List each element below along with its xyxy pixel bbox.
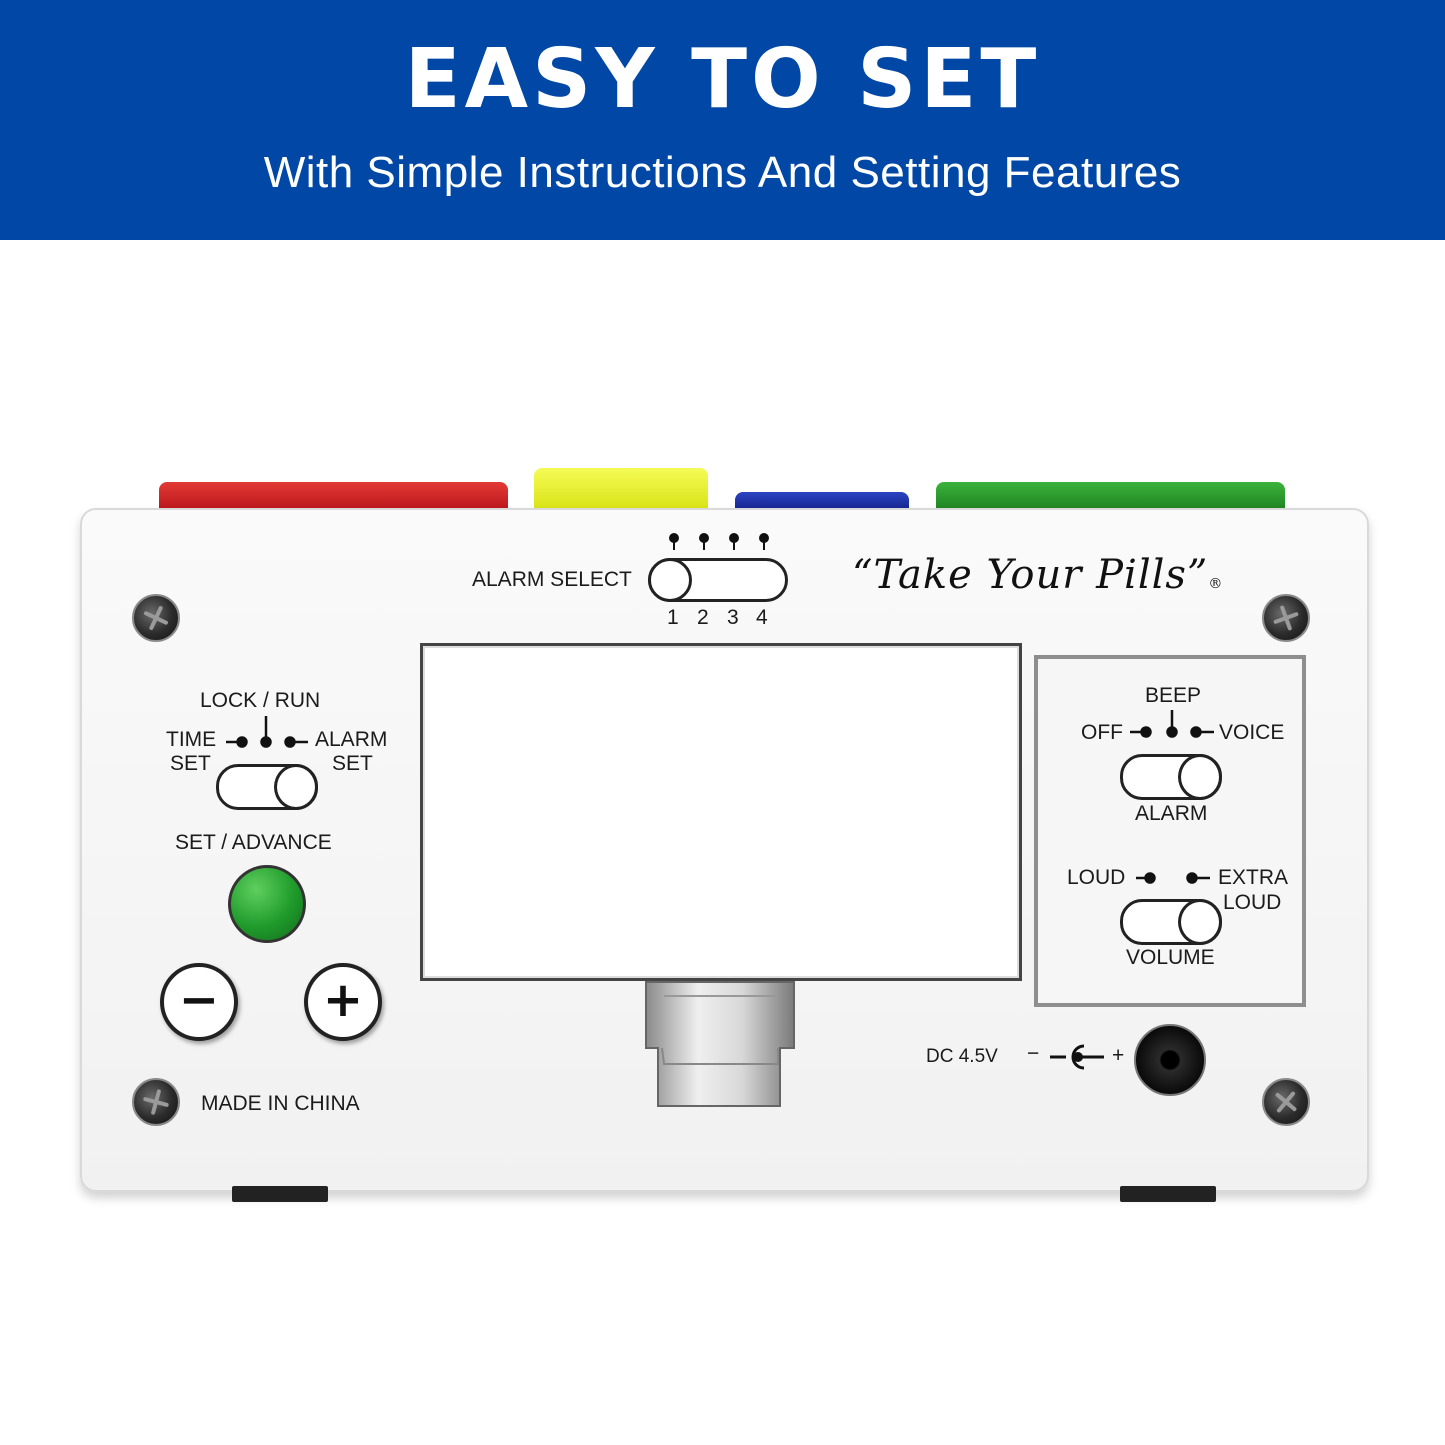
polarity-plus-label: +: [1112, 1044, 1125, 1067]
screw-icon: [1262, 1078, 1310, 1126]
green-compartment-lid[interactable]: [936, 482, 1285, 512]
alarm-set-label: SET: [332, 752, 373, 775]
loud-label: LOUD: [1067, 866, 1126, 889]
alarm-select-label: ALARM SELECT: [472, 568, 632, 591]
screw-icon: [1262, 594, 1310, 642]
brand-logo-text: “Take Your Pills”®: [852, 552, 1224, 598]
banner-title: EASY TO SET: [404, 32, 1041, 127]
alarm-switch-label: ALARM: [1135, 802, 1208, 825]
dc-polarity-icon: [1050, 1044, 1104, 1070]
off-label: OFF: [1081, 721, 1123, 744]
alarm-select-position-3: 3: [727, 606, 739, 629]
volume-switch-knob[interactable]: [1178, 899, 1222, 945]
volume-switch-tick-marks: [1136, 872, 1210, 884]
alarm-label: ALARM: [315, 728, 388, 751]
banner-subtitle: With Simple Instructions And Setting Fea…: [263, 148, 1182, 197]
left-foot: [232, 1186, 328, 1202]
time-set-label: SET: [170, 752, 211, 775]
alarm-select-knob[interactable]: [648, 558, 692, 602]
alarm-select-tick-marks: [669, 533, 769, 550]
extra-loud-label: LOUD: [1223, 891, 1282, 914]
alarm-select-position-4: 4: [756, 606, 768, 629]
alarm-switch-tick-marks: [1130, 710, 1214, 738]
screw-icon: [132, 1078, 180, 1126]
alarm-select-position-1: 1: [667, 606, 679, 629]
plus-button[interactable]: +: [304, 963, 382, 1041]
mode-switch-tick-marks: [226, 716, 308, 748]
lcd-display: [420, 643, 1022, 981]
extra-label: EXTRA: [1218, 866, 1289, 889]
set-advance-button[interactable]: [228, 865, 306, 943]
blue-compartment-lid[interactable]: [735, 492, 909, 512]
battery-latch[interactable]: [640, 978, 800, 1110]
red-compartment-lid[interactable]: [159, 482, 508, 512]
screw-icon: [132, 594, 180, 642]
set-advance-label: SET / ADVANCE: [175, 831, 332, 854]
time-label: TIME: [166, 728, 217, 751]
alarm-select-position-2: 2: [697, 606, 709, 629]
right-foot: [1120, 1186, 1216, 1202]
header-banner: EASY TO SET With Simple Instructions And…: [0, 0, 1445, 240]
mode-switch-knob[interactable]: [274, 764, 318, 810]
lock-run-label: LOCK / RUN: [200, 689, 321, 712]
minus-button[interactable]: −: [160, 963, 238, 1041]
made-in-china-label: MADE IN CHINA: [201, 1092, 360, 1115]
volume-label: VOLUME: [1126, 946, 1215, 969]
yellow-compartment-lid[interactable]: [534, 468, 708, 512]
alarm-mode-switch-knob[interactable]: [1178, 754, 1222, 800]
dc-voltage-label: DC 4.5V: [926, 1046, 998, 1067]
polarity-minus-label: −: [1027, 1042, 1040, 1065]
dc-power-jack[interactable]: [1134, 1024, 1206, 1096]
registered-mark: ®: [1208, 576, 1224, 592]
beep-label: BEEP: [1145, 684, 1202, 707]
alarm-volume-panel: [1034, 655, 1306, 1007]
voice-label: VOICE: [1219, 721, 1285, 744]
